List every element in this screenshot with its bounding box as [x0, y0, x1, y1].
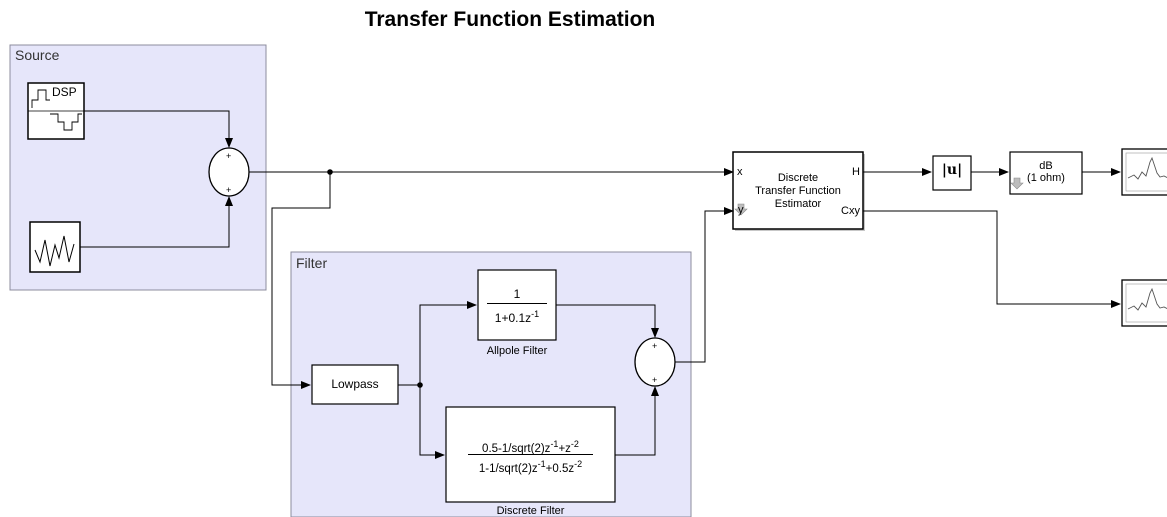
source-sum-block[interactable]: + +	[208, 147, 250, 197]
wire-discrete-to-sum	[615, 386, 659, 456]
allpole-numerator: 1	[513, 287, 521, 301]
discrete-num-b: +z	[558, 443, 571, 455]
wire-dsp-to-sum	[84, 110, 233, 148]
lowpass-block[interactable]	[311, 364, 399, 405]
discrete-den-a-exp: -1	[537, 459, 546, 469]
estimator-port-cxy: Cxy	[841, 205, 860, 217]
allpole-den-base: 1+0.1z	[494, 311, 532, 325]
allpole-fraction-bar	[487, 303, 547, 304]
discrete-den-a: 1-1/sqrt(2)z	[478, 463, 538, 475]
discrete-num-b-exp: -2	[570, 439, 579, 449]
allpole-caption: Allpole Filter	[486, 345, 548, 357]
wire-to-discrete	[419, 385, 445, 459]
discrete-num-a-exp: -1	[550, 439, 559, 449]
allpole-den-exp: -1	[531, 309, 540, 319]
estimator-label-2: Transfer Function	[755, 185, 841, 197]
wire-sum-to-estimator-y	[675, 207, 734, 363]
spectrum-scope-2[interactable]	[1121, 279, 1167, 327]
discrete-denominator: 1-1/sqrt(2)z-1+0.5z-2	[446, 458, 615, 476]
wire-cxy-to-scope2	[863, 210, 1121, 308]
random-source-block[interactable]	[29, 221, 81, 273]
allpole-filter-block[interactable]	[477, 269, 557, 341]
lowpass-label: Lowpass	[331, 377, 379, 391]
filter-area-label: Filter	[296, 255, 328, 271]
db-down-arrow-icon	[1010, 177, 1024, 190]
source-sum-sign-top: +	[226, 151, 231, 161]
wire-to-allpole	[419, 301, 477, 385]
wire-branch-to-lowpass	[271, 172, 331, 389]
source-area-label: Source	[15, 47, 60, 63]
spectrum-scope-1[interactable]	[1121, 148, 1167, 196]
estimator-port-y: y	[738, 204, 744, 216]
discrete-num-a: 0.5-1/sqrt(2)z	[482, 443, 551, 455]
estimator-down-arrow-icon	[734, 203, 748, 216]
dsp-source-label: DSP	[52, 85, 77, 99]
filter-sum-sign-bottom: +	[652, 375, 657, 385]
abs-block[interactable]	[932, 155, 972, 191]
estimator-label-1: Discrete	[777, 172, 819, 184]
filter-sum-sign-top: +	[652, 341, 657, 351]
discrete-filter-caption: Discrete Filter	[496, 505, 565, 517]
estimator-label-3: Estimator	[774, 198, 822, 210]
wire-random-to-sum	[80, 196, 233, 248]
allpole-denominator: 1+0.1z-1	[478, 308, 556, 325]
discrete-den-b-exp: -2	[574, 459, 583, 469]
dsp-source-block[interactable]	[27, 82, 85, 140]
abs-label: |u|	[941, 162, 963, 178]
diagram-title: Transfer Function Estimation	[364, 8, 656, 31]
db-label-2: (1 ohm)	[1027, 172, 1065, 184]
estimator-port-x: x	[737, 166, 743, 178]
filter-sum-block[interactable]: + +	[634, 337, 676, 387]
db-block[interactable]	[1009, 151, 1083, 195]
discrete-fraction-bar	[468, 454, 593, 455]
discrete-numerator: 0.5-1/sqrt(2)z-1+z-2	[446, 438, 615, 456]
source-sum-sign-bottom: +	[226, 185, 231, 195]
discrete-den-b: +0.5z	[545, 463, 575, 475]
db-label-1: dB	[1039, 160, 1053, 172]
wire-allpole-to-sum	[556, 304, 659, 338]
estimator-block[interactable]	[732, 151, 865, 231]
estimator-port-h: H	[852, 166, 860, 178]
